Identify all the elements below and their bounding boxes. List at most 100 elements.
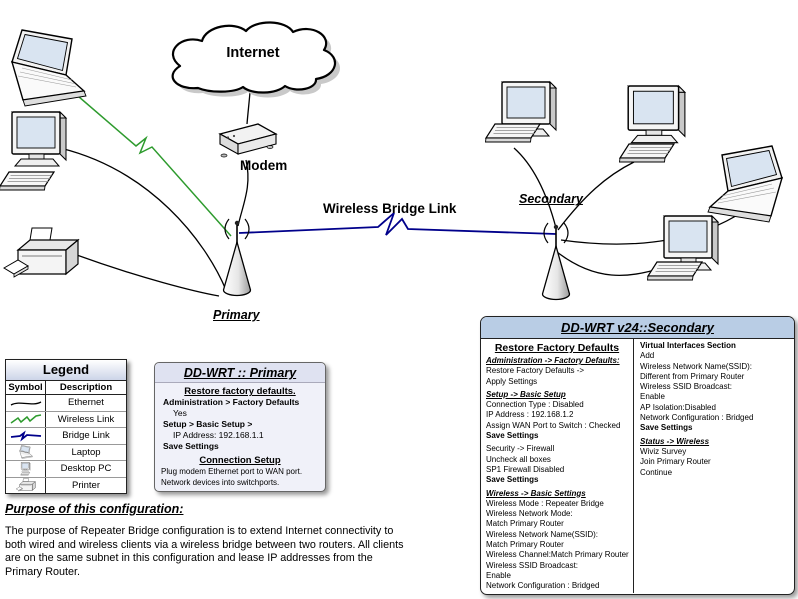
config-line: Different from Primary Router [640, 371, 745, 381]
config-line: Network devices into switchports. [161, 478, 280, 487]
dd-wrt-secondary-box: DD-WRT v24::Secondary Restore Factory De… [480, 316, 795, 595]
secondary-router-label: Secondary [519, 192, 583, 206]
legend-row: Printer [6, 476, 126, 493]
config-line: Wireless Network Name(SSID): [486, 529, 599, 539]
config-line: Uncheck all boxes [486, 454, 551, 464]
internet-label: Internet [226, 45, 280, 61]
config-line: Administration > Factory Defaults [163, 397, 300, 407]
config-line: IP Address: 192.168.1.1 [173, 430, 264, 440]
primary-box-title: DD-WRT :: Primary [155, 363, 325, 383]
config-line: Wireless Network Mode: [486, 509, 573, 519]
legend-row: Wireless Link [6, 410, 126, 427]
config-line: Apply Settings [486, 376, 538, 386]
config-line: Wireless Network Name(SSID): [640, 361, 753, 371]
legend-row-label: Wireless Link [57, 413, 115, 425]
config-line: AP Isolation:Disabled [640, 402, 716, 412]
config-line: Match Primary Router [486, 519, 564, 529]
config-line: Administration -> Factory Defaults: [486, 356, 620, 365]
config-line: Virtual Interfaces Section [640, 341, 736, 350]
config-line: Status -> Wireless [640, 436, 710, 446]
config-line: SP1 Firewall Disabled [486, 464, 565, 474]
config-line: Yes [173, 408, 187, 418]
config-line: Network Configuration : Bridged [486, 581, 600, 591]
primary-restore-heading: Restore factory defaults. [184, 386, 296, 397]
config-line: Save Settings [486, 431, 539, 441]
primary-router-label: Primary [213, 308, 260, 322]
legend-row: Ethernet [6, 395, 126, 411]
config-line: Wireless Channel:Match Primary Router [486, 550, 629, 560]
desktop-monitor-icon [11, 111, 67, 167]
wireless-link-line [63, 83, 232, 237]
wireless-bridge-link-label: Wireless Bridge Link [323, 201, 457, 216]
purpose-title: Purpose of this configuration: [5, 502, 184, 516]
config-line: Security -> Firewall [486, 444, 555, 454]
config-line: Plug modem Ethernet port to WAN port. [161, 467, 303, 476]
laptop-icon [11, 29, 87, 107]
config-line: Network Configuration : Bridged [640, 413, 754, 423]
config-line: Wireless SSID Broadcast: [640, 382, 733, 392]
legend-row-label: Laptop [71, 446, 101, 458]
legend-row: Desktop PC [6, 460, 126, 477]
primary-connection-lines: Plug modem Ethernet port to WAN port. Net… [155, 466, 325, 488]
laptop-symbol-icon [6, 444, 46, 460]
secondary-left-lines: Administration -> Factory Defaults:Resto… [483, 356, 631, 592]
bridge-link-line [238, 212, 557, 236]
legend-row: Laptop [6, 443, 126, 460]
legend-row-label: Printer [72, 479, 100, 491]
purpose-body: The purpose of Repeater Bridge configura… [5, 525, 404, 578]
legend-col-symbol: Symbol [6, 381, 46, 394]
legend-title: Legend [6, 360, 126, 381]
config-line: Save Settings [163, 441, 219, 451]
secondary-left-column: Restore Factory Defaults Administration … [481, 339, 634, 593]
config-line: Assign WAN Port to Switch : Checked [486, 420, 621, 430]
secondary-box-title: DD-WRT v24::Secondary [481, 317, 794, 339]
desktop-pc-symbol-icon [6, 461, 46, 477]
primary-antenna-icon [222, 218, 252, 297]
config-line: Wiviz Survey [640, 446, 687, 456]
dd-wrt-primary-box: DD-WRT :: Primary Restore factory defaul… [154, 362, 326, 492]
config-line: Setup -> Basic Setup [486, 389, 566, 399]
config-line: Enable [486, 570, 511, 580]
config-line: Match Primary Router [486, 540, 564, 550]
laptop-icon [707, 145, 783, 223]
desktop-monitor-icon [627, 85, 686, 144]
ethernet-line-symbol [6, 395, 46, 411]
legend-row-label: Ethernet [68, 397, 104, 409]
legend-header-row: Symbol Description [6, 381, 126, 395]
keyboard-icon [618, 143, 675, 163]
modem-label: Modem [240, 158, 288, 173]
config-line: Enable [640, 392, 665, 402]
config-line: Save Settings [640, 423, 693, 433]
purpose-section: Purpose of this configuration: The purpo… [5, 502, 407, 579]
config-line: Add [640, 351, 655, 361]
config-line: Continue [640, 467, 673, 477]
printer-symbol-icon [6, 477, 46, 493]
secondary-box-body: Restore Factory Defaults Administration … [481, 339, 794, 593]
config-line: Wireless -> Basic Settings [486, 488, 586, 498]
config-line: Wireless Mode : Repeater Bridge [486, 498, 604, 508]
secondary-restore-heading: Restore Factory Defaults [494, 342, 620, 354]
config-line: Wireless SSID Broadcast: [486, 560, 579, 570]
keyboard-icon [484, 123, 541, 143]
keyboard-icon [0, 171, 55, 191]
keyboard-icon [646, 261, 703, 281]
legend-row-label: Desktop PC [60, 463, 112, 475]
config-line: Restore Factory Defaults -> [486, 366, 585, 376]
modem-icon [219, 123, 277, 158]
bridge-link-symbol [6, 428, 46, 444]
wireless-link-symbol [6, 411, 46, 427]
printer-icon [3, 227, 79, 278]
primary-connection-heading: Connection Setup [199, 455, 281, 466]
legend-row: Bridge Link [6, 427, 126, 444]
config-line: Save Settings [486, 475, 539, 485]
config-line: Join Primary Router [640, 457, 711, 467]
internet-cloud [171, 21, 337, 94]
legend-col-description: Description [59, 382, 113, 393]
legend-box: Legend Symbol Description Ethernet Wirel… [5, 359, 127, 494]
config-line: Setup > Basic Setup > [163, 419, 253, 429]
